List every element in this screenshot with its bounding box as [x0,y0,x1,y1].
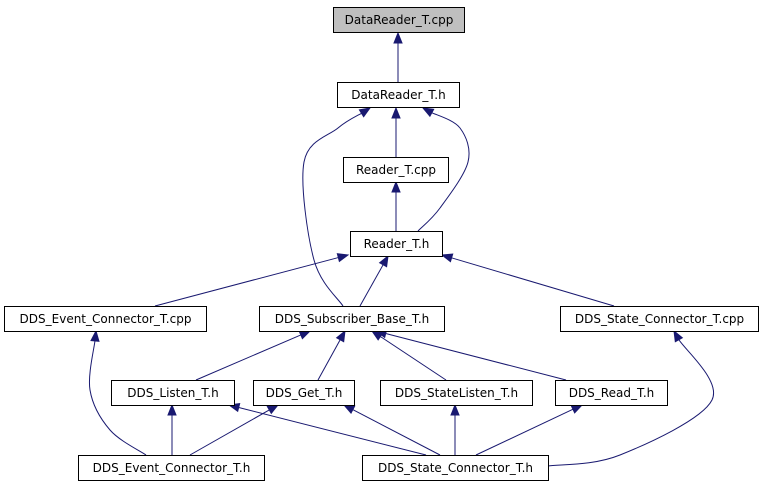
node-box [555,380,668,406]
edge-line [195,334,302,381]
node-label: DDS_StateListen_T.h [395,386,518,400]
node-label: DDS_Listen_T.h [127,386,218,400]
arrowhead-icon [336,253,350,263]
edge-n4-n2 [417,107,470,232]
edge-n11-n6 [374,329,567,381]
node-reader-t-h[interactable]: Reader_T.h [350,231,443,257]
edge-n9-n6 [317,329,346,381]
nodes-layer: DataReader_T.cppDataReader_T.hReader_T.c… [4,7,759,481]
edge-line [351,408,441,456]
node-box [362,455,549,481]
arrowhead-icon [440,253,454,263]
node-label: DDS_State_Connector_T.h [378,461,533,475]
node-dds-event-connector-t-cpp[interactable]: DDS_Event_Connector_T.cpp [4,306,207,332]
edge-n6-n4 [359,254,389,307]
edge-line [88,339,147,456]
arrowhead-icon [298,330,312,340]
arrowhead-icon [266,404,280,415]
edge-n4-n3 [391,180,401,231]
arrowhead-icon [90,329,100,342]
node-label: DDS_Subscriber_Base_T.h [275,312,430,326]
arrowhead-icon [391,106,401,119]
arrowhead-icon [673,329,684,343]
node-label: DDS_Event_Connector_T.h [93,461,251,475]
arrowhead-icon [342,404,356,415]
arrowhead-icon [421,107,435,118]
node-box [259,306,445,332]
edge-line [417,111,470,232]
edge-line [302,112,363,307]
edge-n7-n4 [440,253,615,307]
edge-n5-n4 [154,253,350,307]
edge-line [237,406,427,456]
edge-n6-n2 [302,107,372,307]
node-box [333,7,465,33]
edge-line [189,409,271,456]
node-dds-statelisten-t-h[interactable]: DDS_StateListen_T.h [380,380,533,406]
node-label: DDS_Event_Connector_T.cpp [20,312,192,326]
edge-n13-n8 [227,402,427,456]
edge-line [450,257,615,307]
node-dds-state-connector-t-h[interactable]: DDS_State_Connector_T.h [362,455,549,481]
arrowhead-icon [378,254,389,268]
node-label: DDS_Read_T.h [569,386,655,400]
node-box [253,380,355,406]
node-dds-event-connector-t-h[interactable]: DDS_Event_Connector_T.h [78,455,265,481]
arrowhead-icon [393,31,403,44]
node-box [380,380,533,406]
node-box [4,306,207,332]
node-dds-read-t-h[interactable]: DDS_Read_T.h [555,380,668,406]
edge-n13-n11 [475,404,584,456]
edge-n3-n2 [391,106,401,157]
edge-line [384,332,567,381]
arrowhead-icon [358,107,372,118]
node-datareader-t-h[interactable]: DataReader_T.h [337,82,460,108]
node-box [111,380,235,406]
arrowhead-icon [167,403,177,416]
edge-n12-n8 [167,403,177,455]
edge-n8-n6 [195,330,312,381]
node-label: Reader_T.cpp [356,163,436,177]
edge-n12-n9 [189,404,280,456]
node-dds-listen-t-h[interactable]: DDS_Listen_T.h [111,380,235,406]
arrowhead-icon [570,404,584,414]
node-box [560,306,759,332]
node-label: DataReader_T.cpp [345,13,454,27]
node-dds-state-connector-t-cpp[interactable]: DDS_State_Connector_T.cpp [560,306,759,332]
edge-n13-n9 [342,404,441,456]
node-dds-subscriber-base-t-h[interactable]: DDS_Subscriber_Base_T.h [259,306,445,332]
edge-n2-n1 [393,31,403,82]
node-reader-t-cpp[interactable]: Reader_T.cpp [343,157,449,183]
node-box [350,231,443,257]
edge-line [317,338,342,381]
node-box [78,455,265,481]
node-label: DataReader_T.h [351,88,445,102]
node-label: DDS_Get_T.h [266,386,343,400]
edge-line [359,263,385,307]
edge-n13-n7 [547,329,715,467]
edge-n12-n5 [88,329,147,456]
edge-line [379,335,447,381]
edge-n13-n10 [450,403,460,455]
edge-line [547,338,715,467]
edge-n10-n6 [370,330,447,381]
arrowhead-icon [391,180,401,193]
node-box [343,157,449,183]
arrowhead-icon [450,403,460,416]
edge-line [154,256,340,307]
node-label: DDS_State_Connector_T.cpp [575,312,744,326]
edge-line [475,408,575,456]
node-box [337,82,460,108]
node-dds-get-t-h[interactable]: DDS_Get_T.h [253,380,355,406]
node-label: Reader_T.h [364,237,430,251]
arrowhead-icon [335,329,346,343]
node-datareader-t-cpp[interactable]: DataReader_T.cpp [333,7,465,33]
